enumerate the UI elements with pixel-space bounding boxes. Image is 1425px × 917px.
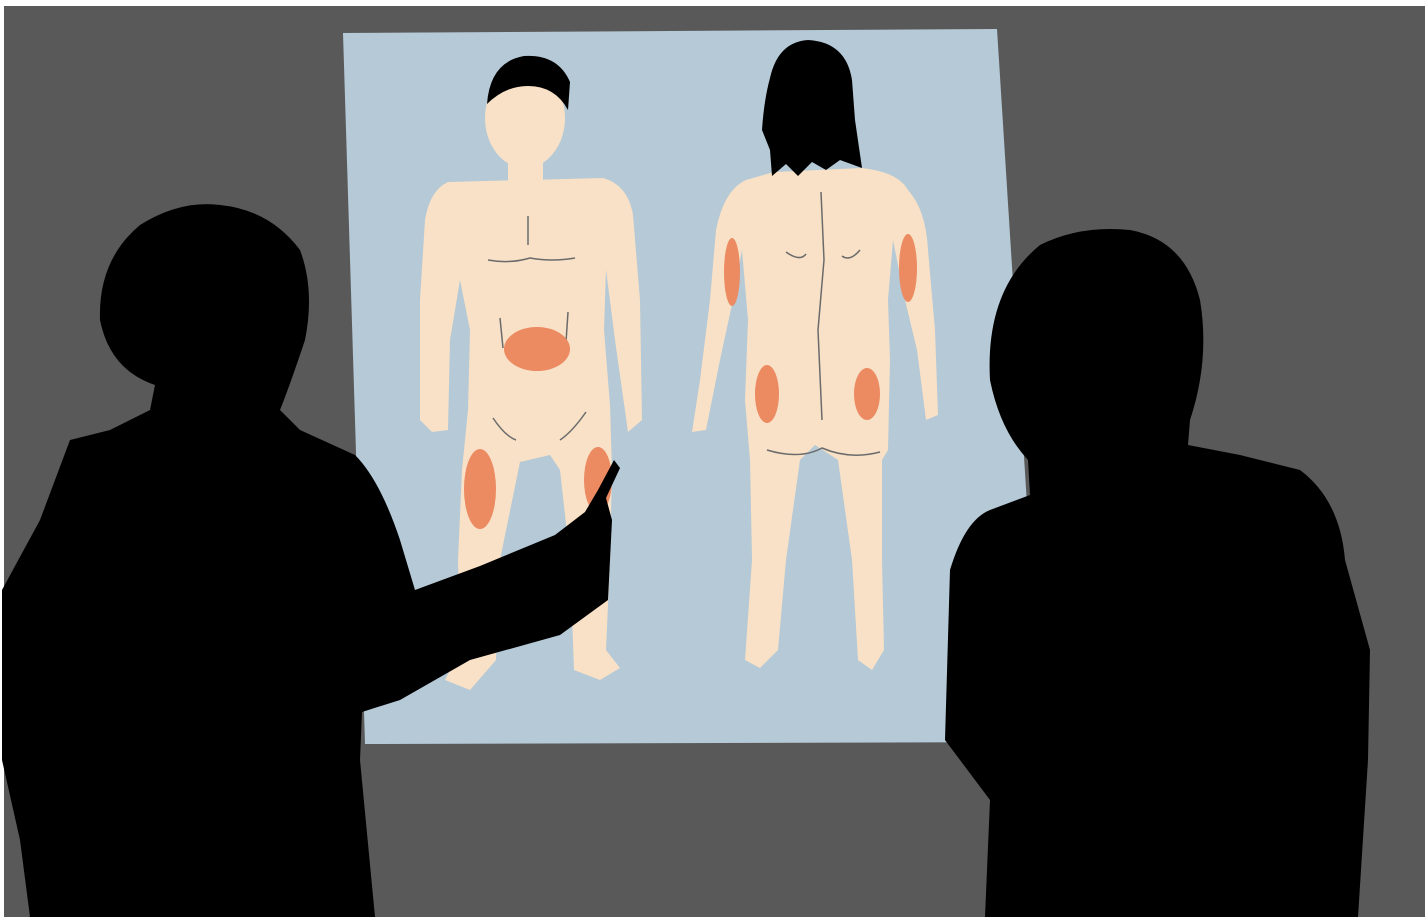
top-border: [0, 0, 1425, 6]
injection-site-abdomen: [504, 327, 570, 371]
injection-site-left-buttock: [755, 365, 779, 423]
injection-site-right-buttock: [854, 368, 880, 420]
left-border: [0, 0, 4, 917]
injection-site-right-upper-arm: [899, 234, 917, 302]
injection-site-left-upper-arm: [724, 238, 740, 306]
injection-site-left-thigh: [464, 449, 496, 529]
